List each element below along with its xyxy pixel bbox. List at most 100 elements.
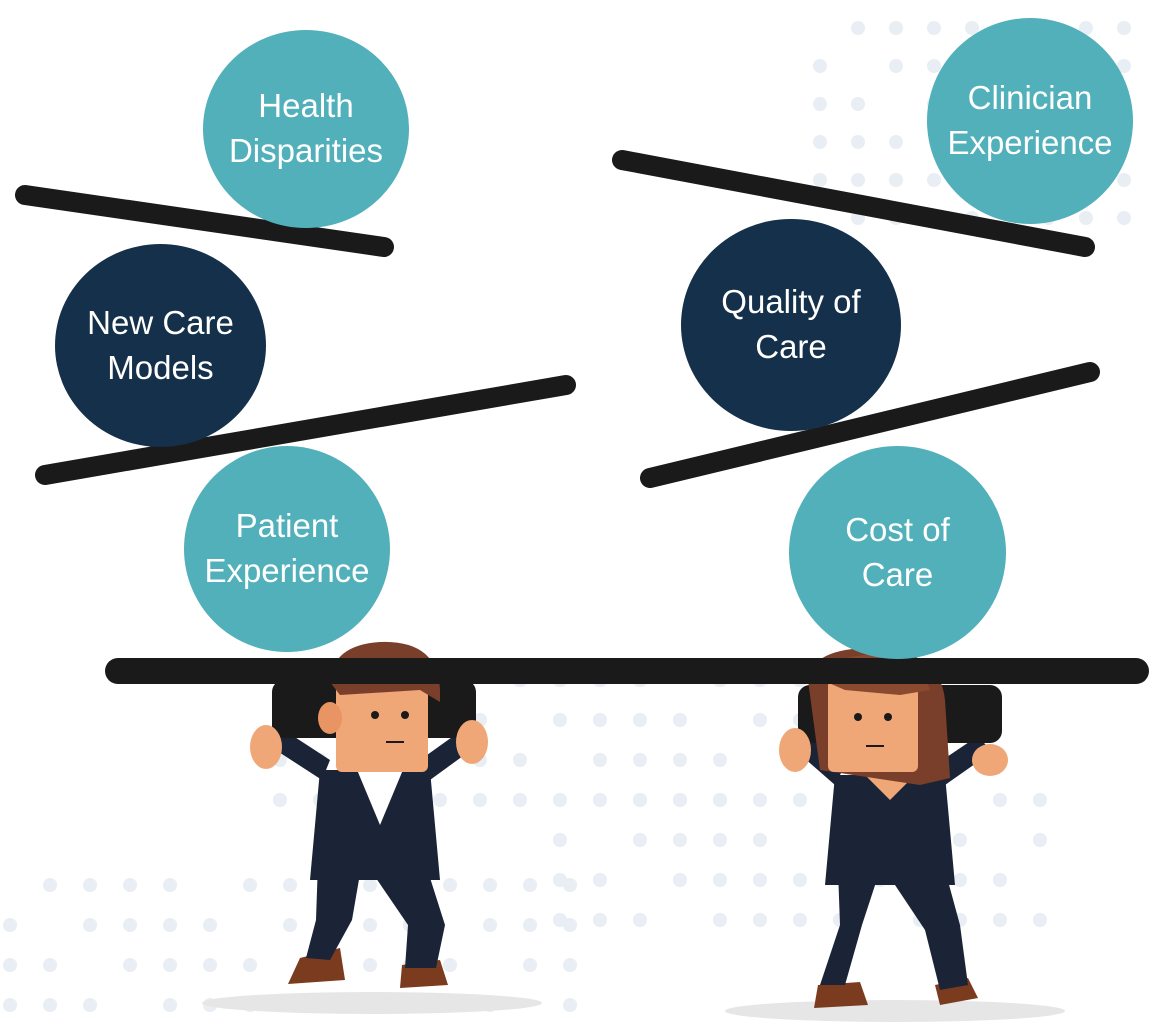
beam-left-upper	[15, 185, 394, 257]
decor-dot	[889, 173, 903, 187]
decor-dot	[1117, 173, 1131, 187]
decor-dot	[83, 878, 97, 892]
decor-dot	[1033, 913, 1047, 927]
decor-dot	[83, 918, 97, 932]
decor-dot	[593, 713, 607, 727]
circle-patient-experience: Patient Experience	[184, 446, 390, 652]
decor-dot	[927, 21, 941, 35]
decor-dot	[83, 998, 97, 1012]
decor-dot	[563, 918, 577, 932]
decor-dot	[713, 873, 727, 887]
decor-dot	[433, 793, 447, 807]
decor-dot	[953, 873, 967, 887]
circle-clinician-experience: Clinician Experience	[927, 18, 1133, 224]
decor-dot	[753, 873, 767, 887]
circle-new-care-models: New Care Models	[55, 244, 266, 447]
decor-dot	[443, 958, 457, 972]
decor-dot	[753, 793, 767, 807]
decor-dot	[993, 793, 1007, 807]
decor-dot	[793, 793, 807, 807]
beam-right-upper	[612, 150, 1095, 257]
decor-dot	[813, 135, 827, 149]
decor-dot	[673, 713, 687, 727]
decor-dot	[123, 918, 137, 932]
beam-left-lower	[35, 375, 576, 485]
decor-dot	[473, 793, 487, 807]
decor-dot	[889, 135, 903, 149]
decor-dot	[927, 59, 941, 73]
decor-dot	[563, 998, 577, 1012]
decor-dot	[273, 793, 287, 807]
decor-dot	[163, 878, 177, 892]
decor-dot	[889, 59, 903, 73]
circle-cost-of-care: Cost of Care	[789, 446, 1006, 659]
decor-dot	[523, 958, 537, 972]
decor-dot	[813, 97, 827, 111]
decor-dot	[283, 878, 297, 892]
decor-dot	[363, 958, 377, 972]
decor-dot	[123, 878, 137, 892]
decor-dot	[633, 793, 647, 807]
decor-dot	[1117, 211, 1131, 225]
decor-dot	[523, 918, 537, 932]
dot-pattern	[3, 21, 1131, 1012]
decor-dot	[3, 958, 17, 972]
man-icon	[250, 641, 488, 988]
beam-right-lower	[640, 362, 1100, 488]
decor-dot	[673, 873, 687, 887]
decor-dot	[553, 793, 567, 807]
decor-dot	[203, 958, 217, 972]
decor-dot	[793, 913, 807, 927]
circle-label: Clinician Experience	[947, 79, 1113, 161]
decor-dot	[43, 958, 57, 972]
decor-dot	[633, 753, 647, 767]
decor-dot	[673, 793, 687, 807]
decor-dot	[483, 918, 497, 932]
decor-dot	[953, 833, 967, 847]
circle-label: Cost of Care	[845, 510, 950, 593]
circle-label: New Care Models	[87, 303, 234, 386]
decor-dot	[633, 713, 647, 727]
decor-dot	[593, 753, 607, 767]
decor-dot	[851, 173, 865, 187]
decor-dot	[163, 958, 177, 972]
circle-health-disparities: Health Disparities	[203, 30, 409, 228]
decor-dot	[43, 998, 57, 1012]
decor-dot	[633, 913, 647, 927]
decor-dot	[851, 135, 865, 149]
decor-dot	[813, 173, 827, 187]
decor-dot	[243, 878, 257, 892]
decor-dot	[563, 878, 577, 892]
circle-label: Patient Experience	[204, 507, 370, 589]
decor-dot	[1079, 211, 1093, 225]
decor-dot	[1117, 59, 1131, 73]
decor-dot	[633, 833, 647, 847]
decor-dot	[163, 998, 177, 1012]
decor-dot	[813, 59, 827, 73]
decor-dot	[993, 913, 1007, 927]
decor-dot	[753, 713, 767, 727]
decor-dot	[593, 913, 607, 927]
decor-dot	[593, 873, 607, 887]
circle-quality-of-care: Quality of Care	[681, 219, 901, 431]
decor-dot	[965, 21, 979, 35]
decor-dot	[283, 918, 297, 932]
decor-dot	[713, 913, 727, 927]
decor-dot	[713, 793, 727, 807]
decor-dot	[927, 173, 941, 187]
circle-label: Health Disparities	[228, 87, 384, 169]
decor-dot	[753, 913, 767, 927]
decor-dot	[673, 833, 687, 847]
decor-dot	[363, 878, 377, 892]
decor-dot	[793, 873, 807, 887]
decor-dot	[3, 998, 17, 1012]
decor-dot	[523, 878, 537, 892]
decor-dot	[563, 958, 577, 972]
decor-dot	[163, 918, 177, 932]
decor-dot	[851, 97, 865, 111]
decor-dot	[123, 958, 137, 972]
decor-dot	[553, 713, 567, 727]
decor-dot	[993, 873, 1007, 887]
